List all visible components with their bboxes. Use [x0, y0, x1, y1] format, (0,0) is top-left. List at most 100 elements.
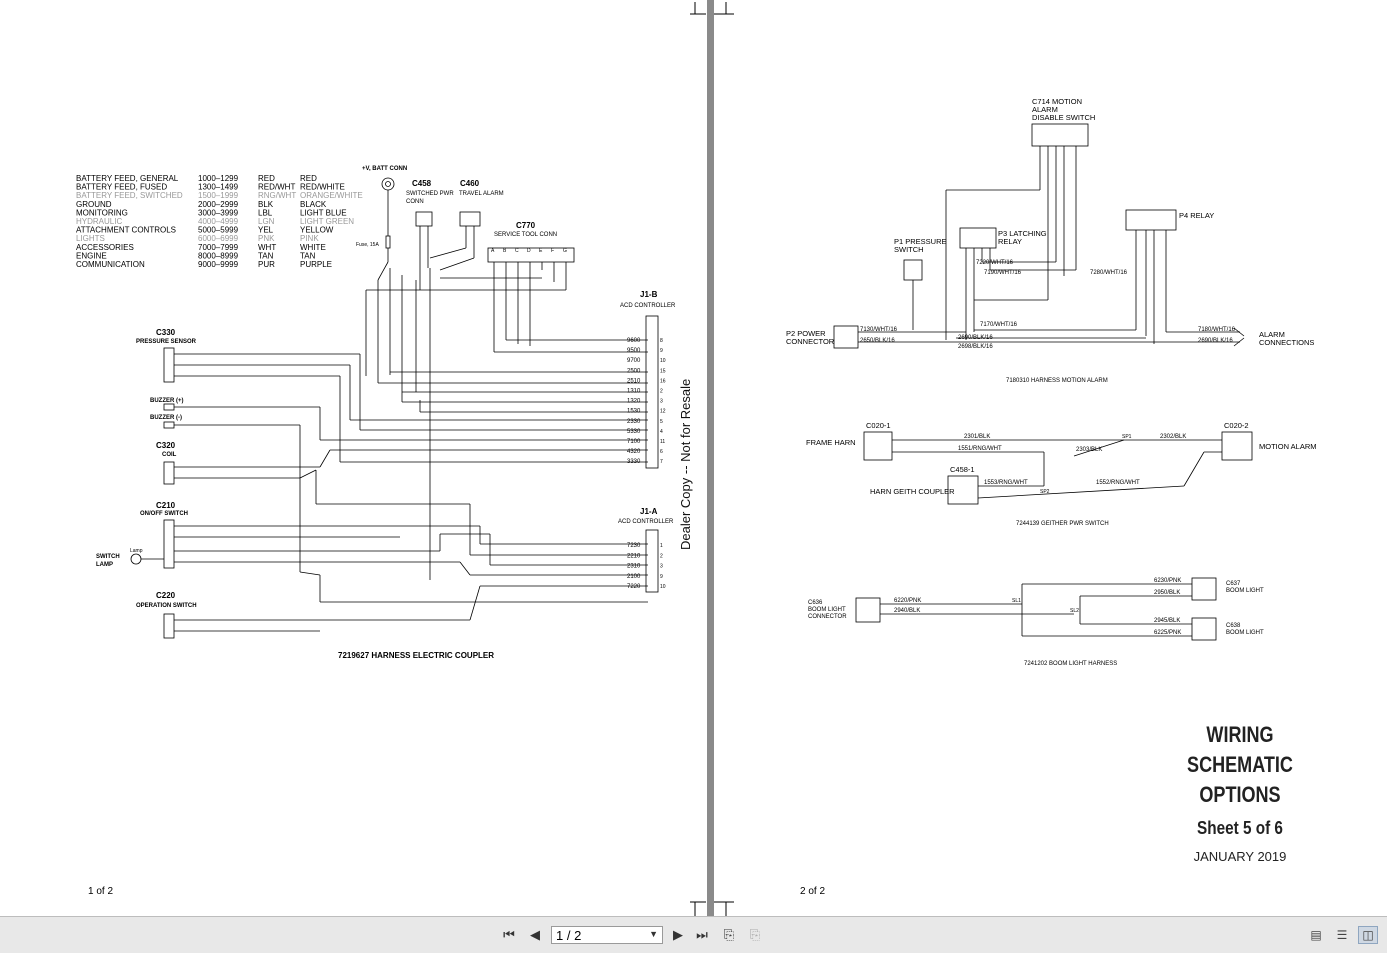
j1b-pin-number: 12: [660, 409, 666, 415]
fuse-label: Fuse, 15A: [356, 242, 379, 248]
harness-boom: 7241202 BOOM LIGHT HARNESS: [1024, 661, 1117, 667]
document-page-2: C714 MOTION ALARM DISABLE SWITCH P1 PRES…: [714, 0, 1387, 916]
page-number-input[interactable]: 1 / 2 ▼: [551, 926, 663, 944]
c020-2-label: C020-2: [1224, 421, 1249, 430]
motion-alarm-label: MOTION ALARM: [1259, 442, 1317, 451]
legend-range: 1300–1499: [198, 183, 239, 192]
legend-code: LBL: [258, 208, 273, 217]
c458-sub1: SWITCHED PWR: [406, 191, 454, 197]
go-forward-icon: ⎘: [749, 927, 761, 942]
continuous-view-button[interactable]: ☰: [1332, 926, 1352, 944]
wire-7170: 7170/WHT/16: [980, 322, 1018, 328]
legend-color: BLACK: [300, 200, 327, 209]
legend-color: WHITE: [300, 243, 326, 252]
title-line-2: OPTIONS: [1199, 782, 1281, 807]
wire-7190: 7190/WHT/16: [984, 270, 1022, 276]
first-page-button[interactable]: ⏮: [500, 927, 518, 943]
legend-range: 4000–4999: [198, 217, 239, 226]
legend-color: RED: [300, 174, 317, 183]
legend-code: PUR: [258, 260, 275, 269]
j1b-pin-number: 5: [660, 419, 663, 425]
dropdown-arrow-icon: ▼: [649, 929, 658, 939]
p2-label: P2 POWER: [786, 329, 826, 338]
c770-pin-letter: B: [503, 248, 507, 254]
wire-2698: 2698/BLK/16: [958, 344, 993, 350]
legend-color: PURPLE: [300, 260, 332, 269]
j1b-wire-number: 9700: [627, 358, 641, 364]
j1b-wire-number: 4320: [627, 449, 641, 455]
wire-7220: 7220/WHT/16: [976, 260, 1014, 266]
legend-range: 7000–7999: [198, 243, 239, 252]
j1b-pin-number: 9: [660, 348, 663, 354]
legend-code: TAN: [258, 251, 274, 260]
c320-label: C320: [156, 441, 176, 450]
geith-harness-lines: [863, 431, 1253, 505]
j1b-wire-number: 9500: [627, 348, 641, 354]
go-back-button[interactable]: ⎘: [720, 927, 738, 943]
c637-label-2: BOOM LIGHT: [1226, 588, 1264, 594]
legend-color: PINK: [300, 234, 319, 243]
wire-7180: 7180/WHT/16: [1198, 327, 1236, 333]
c320-sub: COIL: [162, 452, 177, 458]
wire-1551: 1551/RNG/WHT: [958, 446, 1002, 452]
wire-lines: [130, 177, 659, 639]
legend-color: LIGHT GREEN: [300, 217, 354, 226]
p1-label: P1 PRESSURE: [894, 237, 947, 246]
j1b-pin-number: 10: [660, 358, 666, 364]
two-page-view-button[interactable]: ◫: [1358, 926, 1378, 944]
harn-geith-label: HARN GEITH COUPLER: [870, 487, 955, 496]
wire-6230: 6230/PNK: [1154, 578, 1181, 584]
title-line-1: WIRING SCHEMATIC: [1187, 722, 1293, 777]
legend-color: YELLOW: [300, 226, 334, 235]
c460-sub: TRAVEL ALARM: [459, 191, 504, 197]
wire-7280: 7280/WHT/16: [1090, 270, 1128, 276]
next-page-button[interactable]: ▶: [669, 927, 687, 943]
c770-sub: SERVICE TOOL CONN: [494, 232, 557, 238]
j1b-wire-number: 1530: [627, 409, 641, 415]
j1b-wire-number: 2500: [627, 368, 641, 374]
c220-label: C220: [156, 591, 176, 600]
legend-code: LGN: [258, 217, 275, 226]
j1a-pin-number: 2: [660, 553, 663, 559]
legend-range: 6000–6999: [198, 234, 239, 243]
j1b-wire-number: 1320: [627, 399, 641, 405]
splice-sl1: SL1: [1012, 598, 1021, 604]
sheet-label: Sheet 5 of 6: [1197, 818, 1283, 838]
next-page-icon: ▶: [673, 927, 683, 942]
legend-code: RNG/WHT: [258, 191, 296, 200]
previous-page-button[interactable]: ◀: [526, 927, 544, 943]
legend-name: HYDRAULIC: [76, 217, 122, 226]
single-page-view-button[interactable]: ▤: [1306, 926, 1326, 944]
wire-7130: 7130/WHT/16: [860, 327, 898, 333]
c714-label-3: DISABLE SWITCH: [1032, 113, 1095, 122]
j1b-pin-number: 11: [660, 439, 665, 445]
p3-label-2: RELAY: [998, 237, 1022, 246]
schematic-labels: +V, BATT CONN C458 SWITCHED PWR CONN C46…: [96, 166, 693, 660]
j1a-pin-number: 1: [660, 543, 663, 549]
last-page-button[interactable]: ⏭: [693, 927, 711, 943]
legend-code: BLK: [258, 200, 274, 209]
j1a-pin-number: 9: [660, 574, 663, 580]
legend-name: BATTERY FEED, GENERAL: [76, 174, 179, 183]
two-page-icon: ◫: [1362, 928, 1374, 942]
c638-label: C638: [1226, 623, 1241, 629]
go-forward-button[interactable]: ⎘: [746, 927, 764, 943]
j1a-wire-number: 2210: [627, 553, 641, 559]
right-labels: C714 MOTION ALARM DISABLE SWITCH P1 PRES…: [786, 97, 1317, 667]
legend-name: GROUND: [76, 200, 112, 209]
buzzer-pos-label: BUZZER (+): [150, 398, 184, 404]
splice-sp1: SP1: [1122, 434, 1132, 440]
c020-1-label: C020-1: [866, 421, 891, 430]
c638-label-2: BOOM LIGHT: [1226, 630, 1264, 636]
j1b-wire-number: 2510: [627, 378, 641, 384]
legend-name: ENGINE: [76, 251, 107, 260]
j1b-pin-number: 16: [660, 378, 666, 384]
j1a-wire-number: 7230: [627, 543, 641, 549]
last-page-icon: ⏭: [696, 927, 708, 942]
j1a-label: J1-A: [640, 507, 658, 516]
go-back-icon: ⎘: [723, 927, 735, 942]
c770-pin-letter: C: [515, 248, 519, 254]
